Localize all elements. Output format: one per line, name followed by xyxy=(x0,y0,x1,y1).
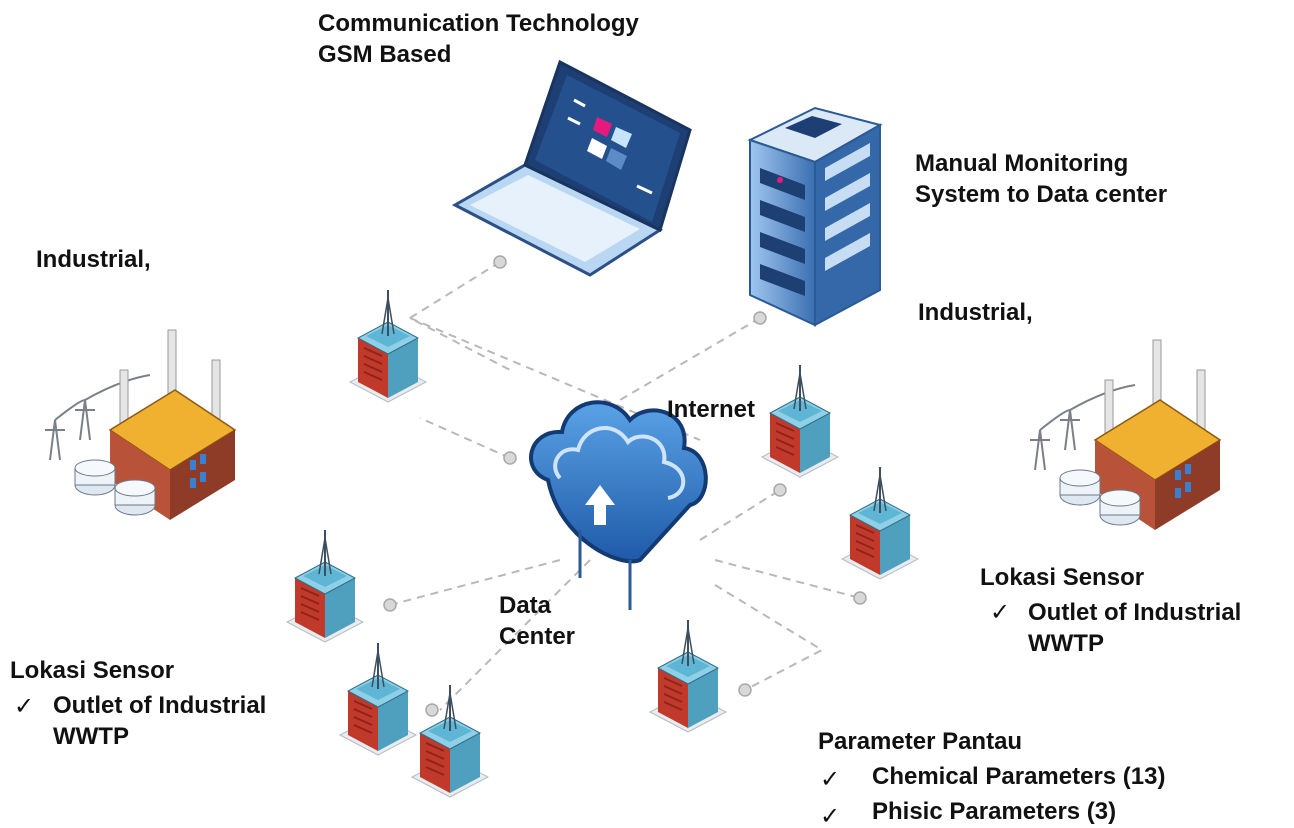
check-icon: ✓ xyxy=(820,765,841,793)
sensor-location-left-title: Lokasi Sensor xyxy=(10,657,175,684)
sensor-tower-icon xyxy=(285,530,365,643)
check-icon: ✓ xyxy=(820,802,841,828)
sensor-right-item-line-2: WWTP xyxy=(1028,630,1104,657)
factory-icon xyxy=(45,329,237,520)
server-icon xyxy=(747,106,883,327)
sensor-location-left-item: Outlet of Industrial WWTP xyxy=(53,690,266,752)
parameters-title: Parameter Pantau xyxy=(818,728,1023,755)
communication-technology-label: Communication Technology GSM Based xyxy=(318,8,639,70)
manual-line-2: System to Data center xyxy=(915,181,1168,208)
parameter-item-chemical: Chemical Parameters (13) xyxy=(872,763,1166,790)
parameter-item-physic: Phisic Parameters (3) xyxy=(872,798,1117,825)
industrial-right-label: Industrial, xyxy=(918,299,1033,326)
industrial-left-label: Industrial, xyxy=(36,246,151,273)
check-icon: ✓ xyxy=(990,598,1011,626)
sensor-tower-icon xyxy=(348,290,428,403)
manual-monitoring-label: Manual Monitoring System to Data center xyxy=(915,148,1167,210)
sensor-left-item-line-1: Outlet of Industrial xyxy=(53,692,267,719)
comm-line-2: GSM Based xyxy=(318,41,452,68)
factory-icon xyxy=(1030,339,1222,530)
datacenter-line-2: Center xyxy=(499,623,576,650)
sensor-tower-icon xyxy=(840,467,920,580)
sensor-right-item-line-1: Outlet of Industrial xyxy=(1028,599,1242,626)
laptop-icon xyxy=(451,59,692,277)
sensor-towers xyxy=(285,290,920,798)
check-icon: ✓ xyxy=(14,692,35,720)
data-center-label: Data Center xyxy=(499,590,575,652)
cloud-icon xyxy=(529,400,708,610)
sensor-tower-icon xyxy=(410,685,490,798)
sensor-location-right-title: Lokasi Sensor xyxy=(980,564,1145,591)
datacenter-line-1: Data xyxy=(499,592,552,619)
connection-lines xyxy=(389,261,861,711)
sensor-left-item-line-2: WWTP xyxy=(53,723,129,750)
sensor-tower-icon xyxy=(648,620,728,733)
comm-line-1: Communication Technology xyxy=(318,10,639,37)
internet-label: Internet xyxy=(667,396,756,423)
sensor-tower-icon xyxy=(760,365,840,478)
sensor-location-right-item: Outlet of Industrial WWTP xyxy=(1028,597,1241,659)
sensor-tower-icon xyxy=(338,643,418,756)
connection-nodes xyxy=(383,255,867,717)
manual-line-1: Manual Monitoring xyxy=(915,150,1129,177)
